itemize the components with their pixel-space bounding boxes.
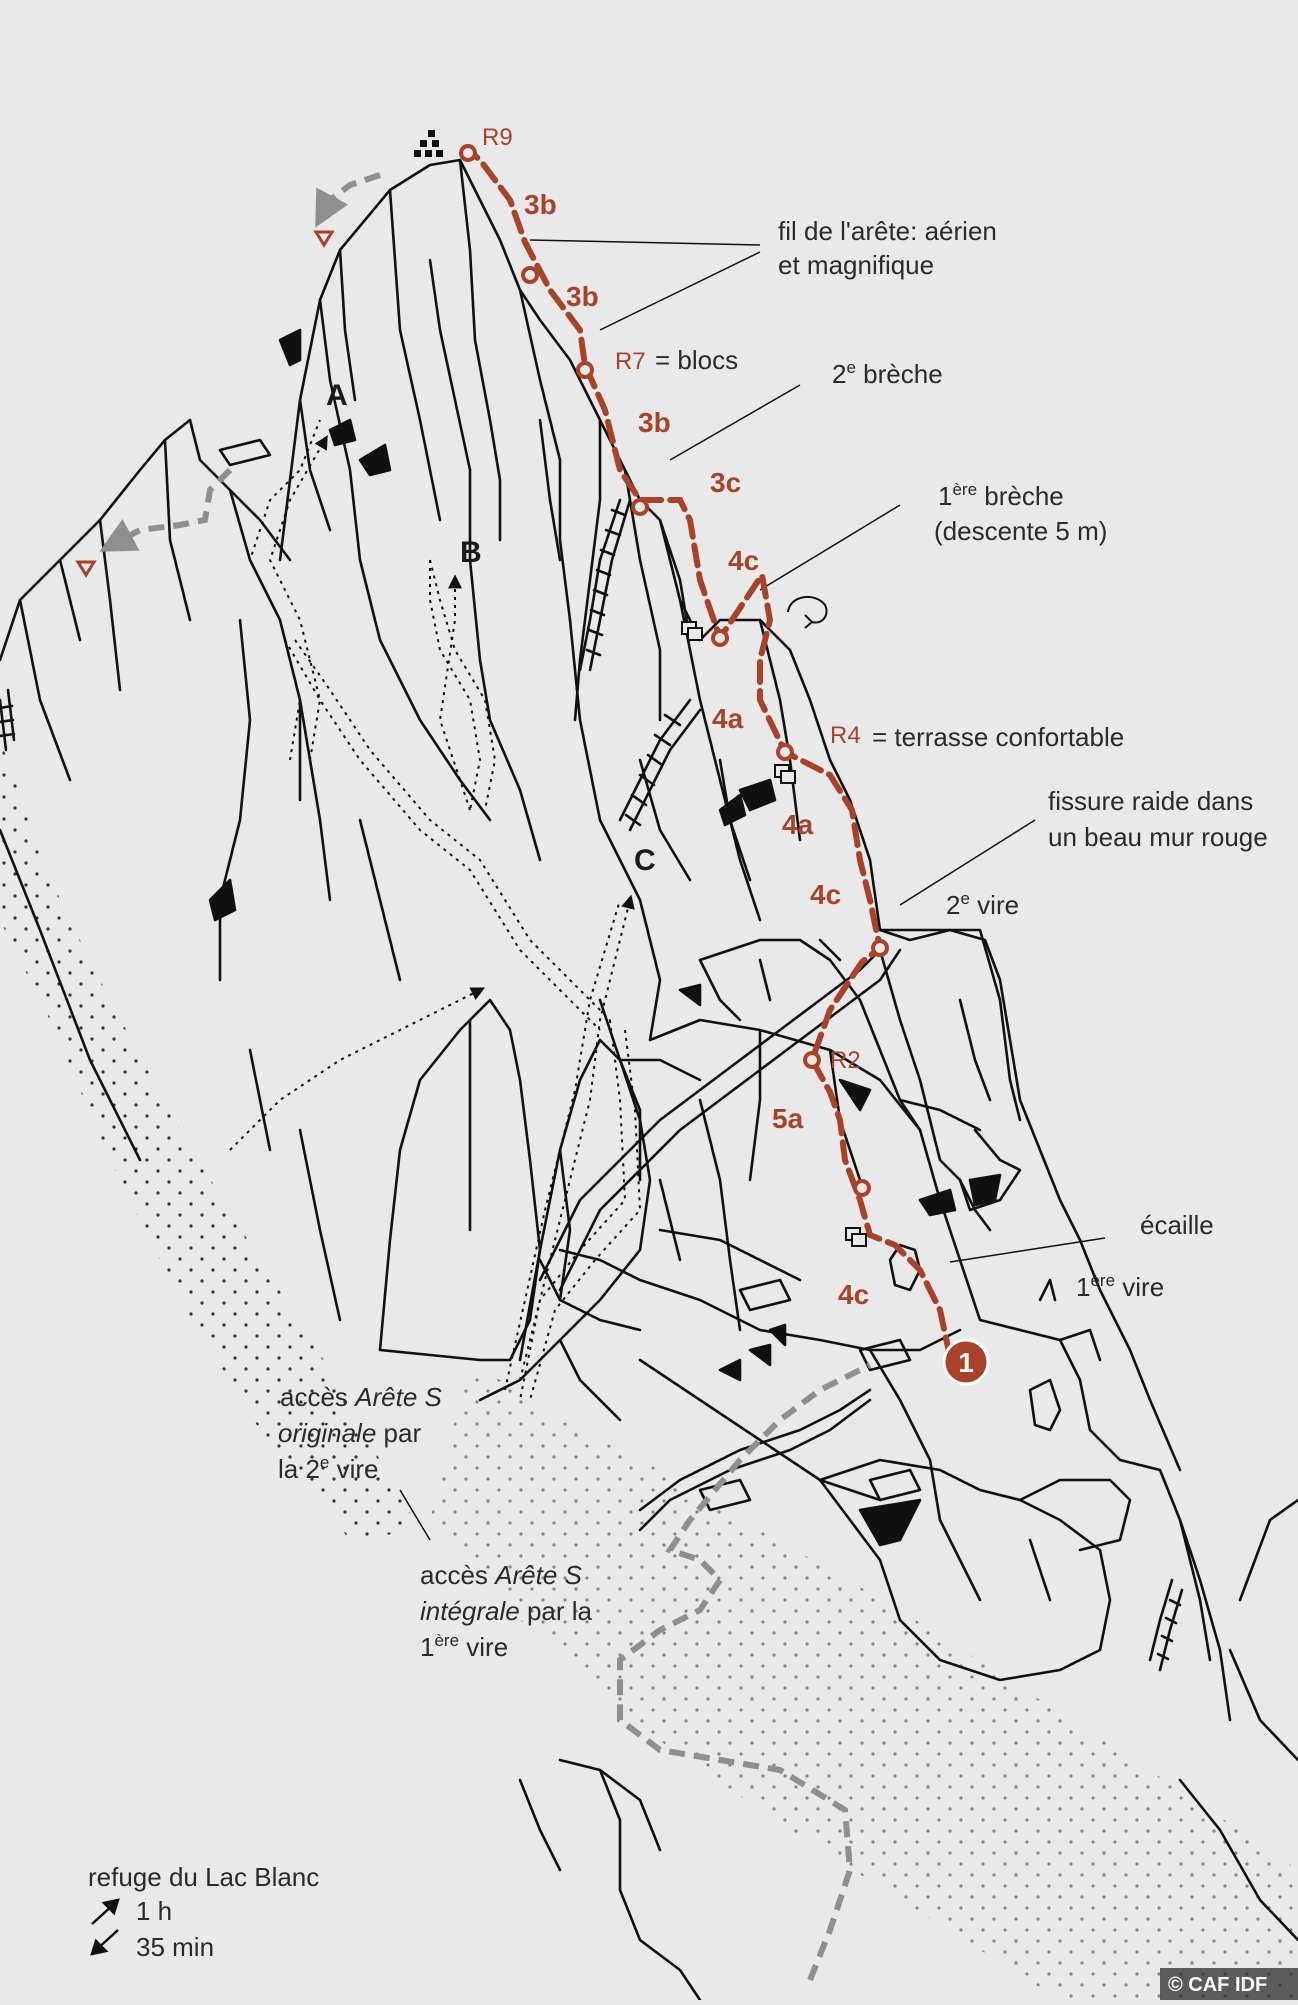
grade-5: 4c <box>728 545 759 576</box>
arrow-up-right-icon <box>91 1898 120 1925</box>
access-integrale-line2: intégrale par la <box>420 1596 593 1626</box>
access-integrale-line3: 1ère vire <box>420 1631 508 1662</box>
note-ecaille: écaille <box>1140 1210 1214 1240</box>
start-marker: 1 <box>942 1338 990 1386</box>
access-integrale-line1: accès Arête S <box>420 1560 583 1590</box>
label-r7-note: = blocs <box>655 345 738 375</box>
note-fissure-line1: fissure raide dans <box>1048 786 1253 816</box>
block-icon <box>681 621 867 1247</box>
svg-text:© CAF IDF: © CAF IDF <box>1168 1974 1267 1996</box>
access-original-line3: la 2e vire <box>278 1453 379 1484</box>
main-route <box>459 144 953 1360</box>
grade-8: 4c <box>810 879 841 910</box>
note-vire2: 2e vire <box>946 889 1019 920</box>
label-r4: R4 <box>830 722 861 749</box>
grade-6: 4a <box>712 703 744 734</box>
belay-r8 <box>521 266 539 284</box>
note-breche2: 2e brèche <box>832 358 943 389</box>
variant-paths <box>229 419 642 1401</box>
belay-r6 <box>631 498 649 516</box>
grade-10: 4c <box>838 1279 869 1310</box>
variant-b: B <box>460 536 482 569</box>
refuge-legend: refuge du Lac Blanc 1 h 35 min <box>88 1862 319 1962</box>
arrow-down-left-icon <box>90 1929 119 1956</box>
belay-r9 <box>459 144 477 162</box>
label-r7: R7 <box>615 348 646 375</box>
label-r2: R2 <box>830 1047 861 1074</box>
belay-r4 <box>776 743 794 761</box>
scree-bottom <box>430 1360 1298 2000</box>
route-line <box>465 147 953 1360</box>
mountain-drawing <box>0 130 1298 2002</box>
descent-point-icon <box>313 230 335 248</box>
credit-badge: © CAF IDF <box>1160 1968 1298 2000</box>
grade-2: 3b <box>566 281 599 312</box>
svg-text:1: 1 <box>958 1347 974 1378</box>
refuge-title: refuge du Lac Blanc <box>88 1862 319 1892</box>
access-original-line2: originale par <box>278 1418 421 1448</box>
grade-1: 3b <box>524 189 557 220</box>
belay-r3 <box>871 939 889 957</box>
scree-left <box>0 740 420 1540</box>
belay-stations <box>459 144 889 1197</box>
grade-7: 4a <box>782 809 814 840</box>
belay-r7 <box>576 361 594 379</box>
belay-r1 <box>853 1179 871 1197</box>
label-r9: R9 <box>482 124 513 151</box>
note-fil-line1: fil de l'arête: aérien <box>778 216 997 246</box>
grade-9: 5a <box>772 1103 804 1134</box>
note-fissure-line2: un beau mur rouge <box>1048 822 1268 852</box>
leader-lines <box>399 239 1106 1541</box>
note-vire1: 1ère vire <box>1076 1271 1164 1302</box>
note-breche1-line2: (descente 5 m) <box>934 516 1107 546</box>
refuge-down-time: 35 min <box>136 1932 214 1962</box>
variant-a: A <box>326 379 348 412</box>
belay-r2 <box>803 1051 821 1069</box>
refuge-up-time: 1 h <box>136 1896 172 1926</box>
descent-point-icon <box>75 560 97 578</box>
label-r4-note: = terrasse confortable <box>872 722 1124 752</box>
access-original-line1: accès Arête S <box>280 1382 443 1412</box>
rappel-icon <box>787 596 828 629</box>
belay-r5 <box>711 629 729 647</box>
grade-4: 3c <box>710 467 741 498</box>
descent-paths <box>99 172 872 1982</box>
variant-c: C <box>634 844 656 877</box>
note-breche1: 1ère brèche <box>938 480 1064 511</box>
grade-3: 3b <box>638 407 671 438</box>
summit-cairn-icon <box>414 130 443 157</box>
note-fil-line2: et magnifique <box>778 250 934 280</box>
